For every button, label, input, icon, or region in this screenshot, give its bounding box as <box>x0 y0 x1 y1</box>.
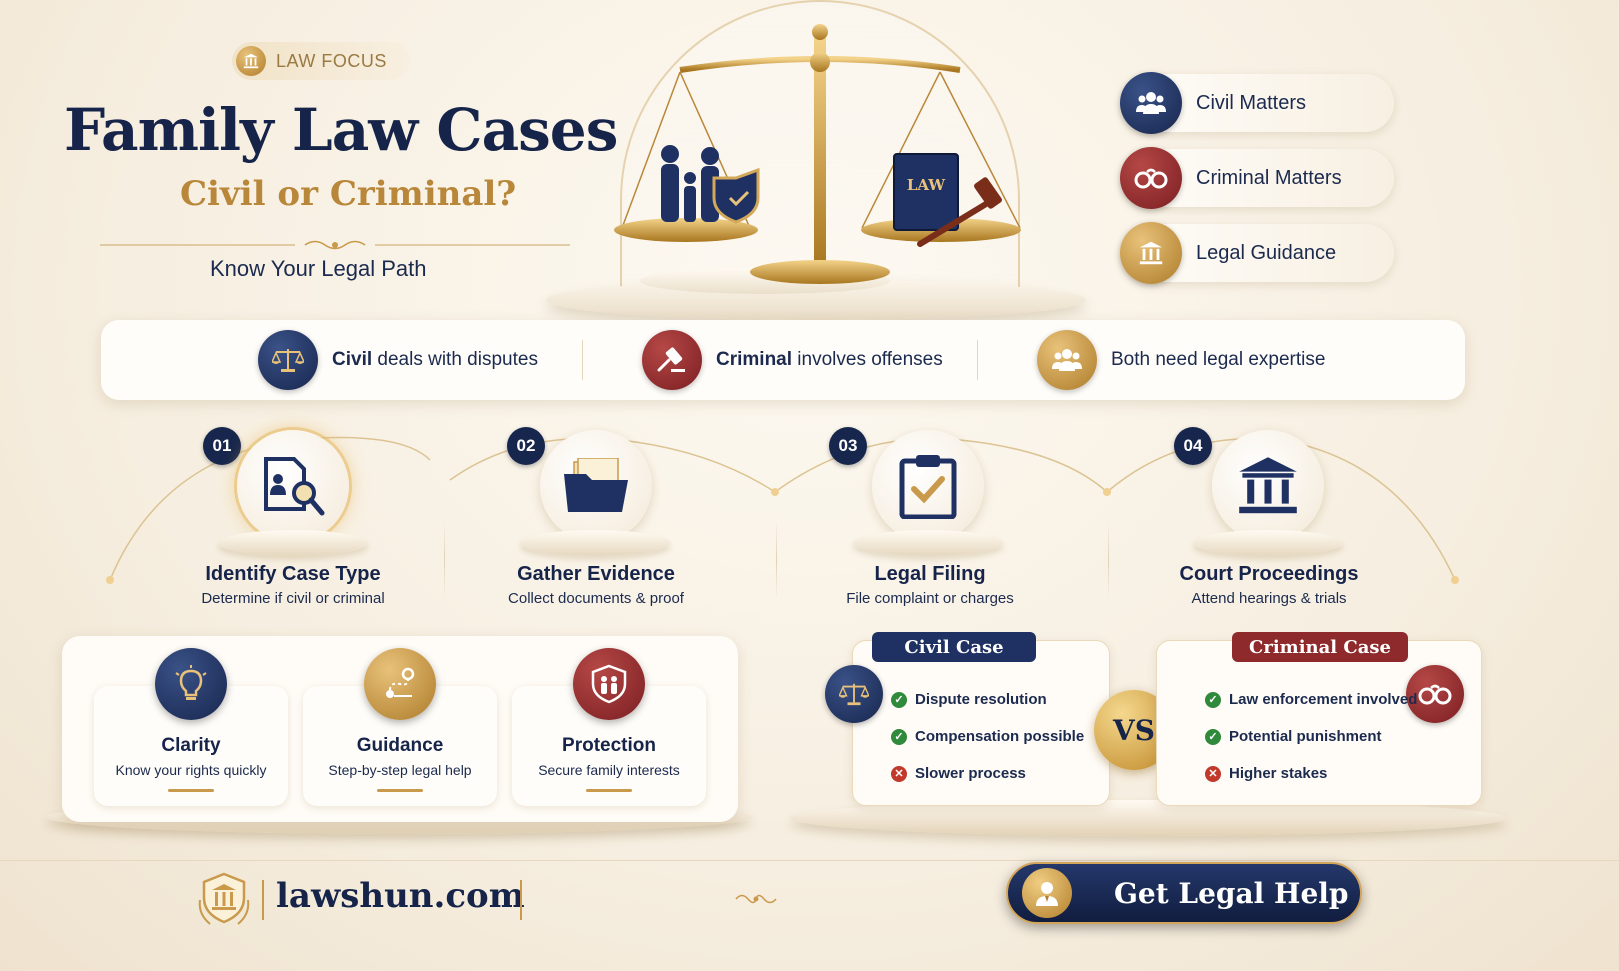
step-icon-circle <box>1212 430 1324 542</box>
step-number: 04 <box>1174 427 1212 465</box>
footer-ornament <box>735 894 777 904</box>
site-name[interactable]: lawshun.com <box>276 876 525 916</box>
info-separator <box>977 340 978 380</box>
side-item-label: Legal Guidance <box>1196 241 1337 264</box>
benefit-underline <box>377 789 423 792</box>
benefit-description: Know your rights quickly <box>115 762 267 778</box>
step-description: Collect documents & proof <box>508 590 684 607</box>
benefit-title: Clarity <box>161 735 221 756</box>
gavel-icon <box>642 330 702 390</box>
handcuffs-icon <box>1406 665 1464 723</box>
info-text: involves offenses <box>792 349 943 370</box>
side-item-criminal-matters[interactable]: Criminal Matters <box>1120 147 1394 209</box>
civil-item: ✓Dispute resolution <box>891 691 1047 708</box>
get-legal-help-button[interactable]: Get Legal Help <box>1006 862 1362 924</box>
step-number: 03 <box>829 427 867 465</box>
route-icon <box>364 648 436 720</box>
benefit-title: Protection <box>562 735 656 756</box>
benefit-underline <box>168 789 214 792</box>
side-item-label: Civil Matters <box>1196 91 1307 114</box>
benefit-underline <box>586 789 632 792</box>
civil-case-title: Civil Case <box>872 632 1036 662</box>
handcuffs-icon <box>1120 147 1182 209</box>
step-description: Attend hearings & trials <box>1191 590 1347 607</box>
scales-icon <box>258 330 318 390</box>
benefit-description: Step-by-step legal help <box>328 762 472 778</box>
courthouse-icon <box>236 46 266 76</box>
footer-divider <box>0 860 1619 861</box>
page-title: Family Law Cases <box>64 96 618 164</box>
info-item-criminal: Criminal involves offenses <box>642 330 943 390</box>
info-bar <box>101 320 1465 400</box>
document-search-icon <box>264 457 325 516</box>
step-pedestal <box>218 530 368 556</box>
check-icon: ✓ <box>1205 691 1221 708</box>
step-description: File complaint or charges <box>846 590 1014 607</box>
ornament-divider <box>100 240 570 250</box>
lawyer-icon <box>1022 868 1072 918</box>
step-divider <box>1108 520 1109 600</box>
step-title: Legal Filing <box>874 563 986 585</box>
badge-label: LAW FOCUS <box>276 50 387 71</box>
step-pedestal <box>853 530 1003 556</box>
step-title: Gather Evidence <box>517 563 675 585</box>
step-divider <box>444 520 445 600</box>
info-item-both: Both need legal expertise <box>1037 330 1325 390</box>
scales-of-justice-illustration: LAW <box>614 24 1021 284</box>
side-item-legal-guidance[interactable]: Legal Guidance <box>1120 222 1394 284</box>
criminal-item: ✕Higher stakes <box>1205 765 1327 782</box>
civil-item: ✕Slower process <box>891 765 1026 782</box>
clipboard-check-icon <box>899 455 957 519</box>
step-title: Court Proceedings <box>1179 563 1359 585</box>
criminal-item: ✓Law enforcement involved <box>1205 691 1417 708</box>
info-text: Both need legal expertise <box>1111 349 1326 370</box>
courthouse-icon <box>1120 222 1182 284</box>
footer-separator <box>262 880 264 920</box>
check-icon: ✓ <box>1205 728 1221 745</box>
criminal-case-title: Criminal Case <box>1232 632 1408 662</box>
scales-icon <box>825 665 883 723</box>
step-title: Identify Case Type <box>205 563 381 585</box>
info-bold: Criminal <box>716 349 793 370</box>
book-label: LAW <box>907 176 946 194</box>
step-number: 02 <box>507 427 545 465</box>
law-focus-badge: LAW FOCUS <box>232 42 410 80</box>
page-subtitle: Civil or Criminal? <box>180 174 517 214</box>
side-item-civil-matters[interactable]: Civil Matters <box>1120 72 1394 134</box>
folder-icon <box>564 458 628 512</box>
criminal-item: ✓Potential punishment <box>1205 728 1382 745</box>
step-pedestal <box>1193 530 1343 556</box>
tagline: Know Your Legal Path <box>210 256 427 281</box>
step-icon-circle <box>237 430 349 542</box>
cta-label: Get Legal Help <box>1114 876 1349 910</box>
lightbulb-icon <box>155 648 227 720</box>
step-icon-circle <box>540 430 652 542</box>
info-text: deals with disputes <box>372 349 538 370</box>
footer-separator <box>520 880 522 920</box>
family-shield-icon <box>573 648 645 720</box>
step-number: 01 <box>203 427 241 465</box>
info-bold: Civil <box>332 349 373 370</box>
benefit-description: Secure family interests <box>538 762 680 778</box>
step-pedestal <box>520 530 670 556</box>
people-icon <box>1120 72 1182 134</box>
lawshun-logo-icon <box>198 872 250 925</box>
step-icon-circle <box>872 430 984 542</box>
courthouse-icon <box>1239 457 1297 514</box>
step-description: Determine if civil or criminal <box>201 590 385 607</box>
step-divider <box>776 520 777 600</box>
comparison-pedestal <box>790 800 1506 836</box>
info-separator <box>582 340 583 380</box>
cross-icon: ✕ <box>1205 765 1221 782</box>
side-item-label: Criminal Matters <box>1196 166 1342 189</box>
benefit-title: Guidance <box>356 735 444 756</box>
check-icon: ✓ <box>891 728 907 745</box>
info-item-civil: Civil deals with disputes <box>258 330 538 390</box>
civil-item: ✓Compensation possible <box>891 728 1084 745</box>
group-icon <box>1037 330 1097 390</box>
check-icon: ✓ <box>891 691 907 708</box>
cross-icon: ✕ <box>891 765 907 782</box>
